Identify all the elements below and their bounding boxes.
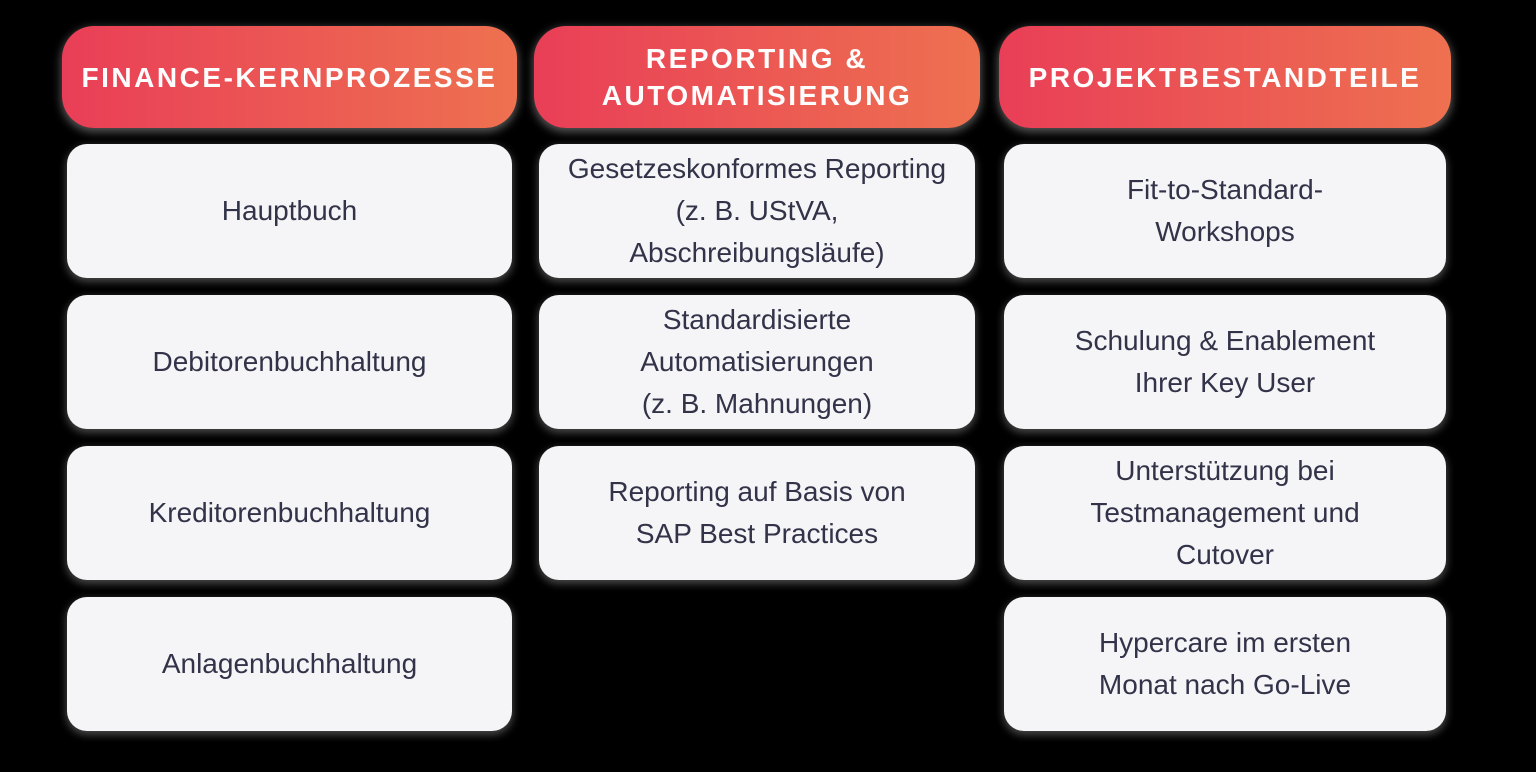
card-label-reporting-sap-best-practices: Reporting auf Basis von SAP Best Practic… <box>608 476 906 549</box>
card-testmanagement-cutover: Unterstützung bei Testmanagement und Cut… <box>1004 446 1446 580</box>
card-kreditorenbuchhaltung: Kreditorenbuchhaltung <box>67 446 512 580</box>
card-debitorenbuchhaltung: Debitorenbuchhaltung <box>67 295 512 429</box>
header-label-finance-kernprozesse: FINANCE-KERNPROZESSE <box>81 61 498 93</box>
header-pill-projektbestandteile: PROJEKTBESTANDTEILE <box>999 26 1451 128</box>
card-standardisierte-automatisierungen: Standardisierte Automatisierungen (z. B.… <box>539 295 975 429</box>
card-fit-to-standard-workshops: Fit-to-Standard- Workshops <box>1004 144 1446 278</box>
card-label-gesetzeskonformes-reporting: Gesetzeskonformes Reporting (z. B. UStVA… <box>567 153 947 268</box>
header-label-projektbestandteile: PROJEKTBESTANDTEILE <box>1028 61 1422 93</box>
header-pill-reporting-automatisierung: REPORTING & AUTOMATISIERUNG <box>534 26 980 128</box>
card-label-debitorenbuchhaltung: Debitorenbuchhaltung <box>152 346 427 377</box>
card-label-fit-to-standard-workshops: Fit-to-Standard- Workshops <box>1126 174 1324 247</box>
header-label-reporting-automatisierung: REPORTING & AUTOMATISIERUNG <box>601 43 913 111</box>
card-label-kreditorenbuchhaltung: Kreditorenbuchhaltung <box>148 497 431 528</box>
column-projektbestandteile: PROJEKTBESTANDTEILE Fit-to-Standard- Wor… <box>999 26 1451 772</box>
card-anlagenbuchhaltung: Anlagenbuchhaltung <box>67 597 512 731</box>
card-label-hypercare-go-live: Hypercare im ersten Monat nach Go-Live <box>1098 627 1352 700</box>
column-finance-kernprozesse: FINANCE-KERNPROZESSE Hauptbuch Debitoren… <box>62 26 517 772</box>
card-schulung-enablement: Schulung & Enablement Ihrer Key User <box>1004 295 1446 429</box>
column-reporting-automatisierung: REPORTING & AUTOMATISIERUNG Gesetzeskonf… <box>534 26 980 772</box>
card-label-testmanagement-cutover: Unterstützung bei Testmanagement und Cut… <box>1090 455 1360 570</box>
header-pill-finance-kernprozesse: FINANCE-KERNPROZESSE <box>62 26 517 128</box>
card-hauptbuch: Hauptbuch <box>67 144 512 278</box>
card-label-schulung-enablement: Schulung & Enablement Ihrer Key User <box>1074 325 1376 398</box>
card-reporting-sap-best-practices: Reporting auf Basis von SAP Best Practic… <box>539 446 975 580</box>
card-hypercare-go-live: Hypercare im ersten Monat nach Go-Live <box>1004 597 1446 731</box>
card-label-anlagenbuchhaltung: Anlagenbuchhaltung <box>161 648 418 679</box>
card-label-hauptbuch: Hauptbuch <box>221 195 358 226</box>
card-gesetzeskonformes-reporting: Gesetzeskonformes Reporting (z. B. UStVA… <box>539 144 975 278</box>
card-label-standardisierte-automatisierungen: Standardisierte Automatisierungen (z. B.… <box>640 304 874 419</box>
